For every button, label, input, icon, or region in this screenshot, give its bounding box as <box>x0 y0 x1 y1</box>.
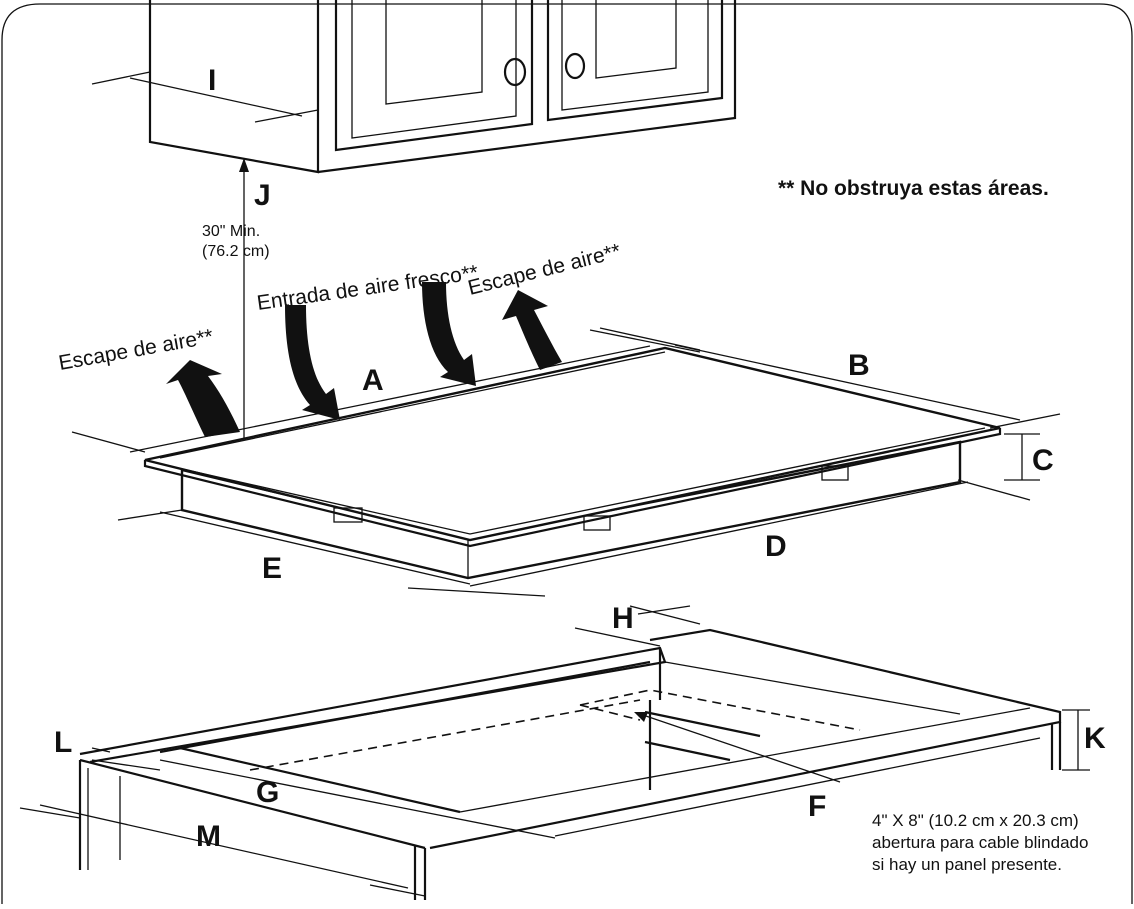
label-a: A <box>362 364 384 397</box>
dimension-m: M <box>19 804 426 897</box>
label-h: H <box>612 602 634 635</box>
wall-cabinet <box>148 0 737 174</box>
dimension-g: G <box>159 759 556 839</box>
label-d: D <box>765 530 787 563</box>
dimension-h: H <box>574 602 701 647</box>
cooktop <box>143 346 1002 580</box>
label-f: F <box>808 790 826 823</box>
label-i: I <box>208 64 216 97</box>
opening-note-line2: abertura para cable blindado <box>872 833 1088 852</box>
label-c: C <box>1032 444 1054 477</box>
label-k: K <box>1084 722 1106 755</box>
label-b: B <box>848 349 870 382</box>
airflow-exhaust-right: Escape de aire** <box>466 240 623 300</box>
label-j: J <box>254 179 271 212</box>
clearance-line1: 30" Min. <box>202 223 260 240</box>
label-m: M <box>196 820 221 853</box>
dimension-f: F <box>554 712 1041 837</box>
dimension-l: L <box>54 726 161 771</box>
label-e: E <box>262 552 282 585</box>
dimension-d: D <box>469 479 1031 587</box>
dimension-c: C <box>1004 433 1054 481</box>
clearance-line2: (76.2 cm) <box>202 243 270 260</box>
dimension-e: E <box>117 509 546 597</box>
label-g: G <box>256 776 279 809</box>
dimension-i: I <box>91 64 319 123</box>
dimension-a: A <box>71 327 701 453</box>
countertop-cutout <box>78 628 1062 900</box>
opening-note-line1: 4" X 8" (10.2 cm x 20.3 cm) <box>872 811 1079 830</box>
airflow-arrows <box>166 282 562 437</box>
dimension-k: K <box>1062 709 1106 771</box>
label-l: L <box>54 726 72 759</box>
dimension-j: J 30" Min. (76.2 cm) <box>202 158 271 470</box>
dimension-b: B <box>589 329 1061 429</box>
opening-note-line3: si hay un panel presente. <box>872 855 1062 874</box>
notice-text: ** No obstruya estas áreas. <box>778 177 1049 200</box>
frame-border <box>1 3 1133 904</box>
